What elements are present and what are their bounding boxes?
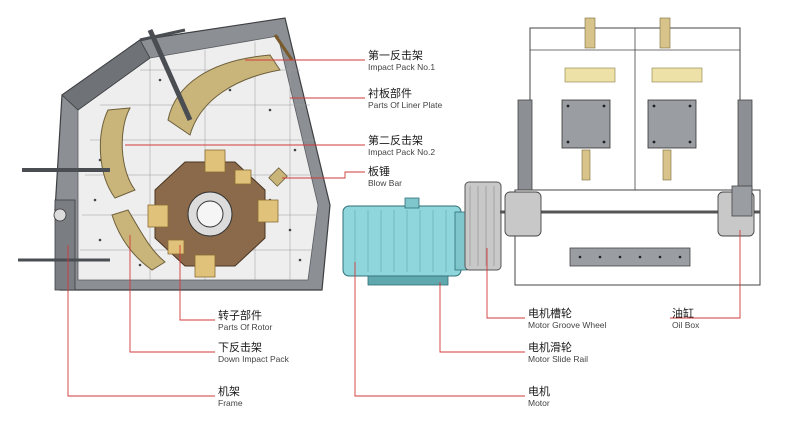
label-en: Oil Box [672, 320, 700, 330]
hinge-pin [53, 208, 67, 222]
front-pad-left [564, 67, 616, 83]
leader-lines [67, 59, 741, 397]
lower-cylinder-left [581, 149, 591, 181]
adjust-rod-2 [273, 34, 294, 61]
label-down-impact-pack: 下反击架 Down Impact Pack [218, 342, 289, 364]
front-lower-rail [569, 247, 691, 267]
top-cylinder-right [659, 17, 671, 49]
leader-rotor [179, 245, 215, 321]
side-plate-left [561, 99, 611, 149]
lower-cylinder-right [662, 149, 672, 181]
blow-bar [268, 167, 288, 187]
label-liner-plate: 衬板部件 Parts Of Liner Plate [368, 88, 442, 110]
label-zh: 下反击架 [218, 341, 262, 354]
label-zh: 电机 [528, 385, 550, 398]
label-en: Parts Of Rotor [218, 322, 273, 332]
label-en: Motor [528, 398, 550, 408]
label-en: Motor Slide Rail [528, 354, 588, 364]
front-side-left [517, 99, 533, 191]
motor-groove-wheel [464, 181, 502, 271]
side-plate-bolts [566, 104, 692, 144]
label-frame: 机架 Frame [218, 386, 243, 408]
label-zh: 机架 [218, 385, 240, 398]
lower-rail-bolts [578, 255, 682, 259]
label-motor-slide-rail: 电机滑轮 Motor Slide Rail [528, 342, 588, 364]
top-cylinder-left [584, 17, 596, 49]
leader-blow-bar [282, 171, 365, 179]
leader-groove-wheel [486, 248, 525, 319]
leader-motor [354, 262, 525, 397]
label-oil-box: 油缸 Oil Box [672, 308, 699, 330]
side-plate-right [647, 99, 697, 149]
impact-pack-no2 [99, 107, 136, 199]
label-en: Parts Of Liner Plate [368, 100, 443, 110]
oil-box [731, 185, 753, 217]
label-blow-bar: 板锤 Blow Bar [368, 166, 402, 188]
motor-body [342, 205, 462, 277]
motor-fins [354, 210, 447, 272]
front-view [500, 17, 761, 286]
label-zh: 第二反击架 [368, 134, 423, 147]
label-zh: 板锤 [368, 165, 390, 178]
leader-oil-box [670, 230, 741, 319]
label-en: Impact Pack No.1 [368, 62, 436, 72]
impact-pack-no1 [167, 54, 281, 136]
label-en: Impact Pack No.2 [368, 147, 436, 157]
motor-slide-rail [367, 275, 449, 286]
label-zh: 电机滑轮 [528, 341, 572, 354]
wheel-grooves [469, 186, 495, 266]
adjust-rod-1 [147, 28, 193, 122]
rotor-shaft [196, 200, 224, 228]
label-en: Frame [218, 398, 243, 408]
label-motor: 电机 Motor [528, 386, 550, 408]
label-zh: 转子部件 [218, 309, 262, 322]
leader-down-impact-pack [129, 235, 215, 353]
label-en: Down Impact Pack [218, 354, 289, 364]
rotor-blow-bars [147, 149, 279, 278]
feed-chute [61, 39, 151, 111]
label-impact-pack-no2: 第二反击架 Impact Pack No.2 [368, 135, 435, 157]
side-section-view [18, 17, 331, 291]
front-side-right [737, 99, 753, 191]
down-impact-pack [111, 209, 166, 271]
leader-frame [67, 245, 215, 397]
label-impact-pack-no1: 第一反击架 Impact Pack No.1 [368, 50, 435, 72]
adjust-rod-1-top [139, 28, 186, 42]
rotor [147, 149, 279, 278]
motor-terminal-box [404, 197, 420, 209]
label-rotor: 转子部件 Parts Of Rotor [218, 310, 272, 332]
label-zh: 第一反击架 [368, 49, 423, 62]
leader-slide-rail [439, 282, 525, 353]
motor-assembly [342, 181, 502, 286]
label-motor-groove-wheel: 电机槽轮 Motor Groove Wheel [528, 308, 606, 330]
front-pad-right [651, 67, 703, 83]
label-zh: 电机槽轮 [528, 307, 572, 320]
label-en: Motor Groove Wheel [528, 320, 607, 330]
frame-left-bar [54, 199, 76, 291]
label-en: Blow Bar [368, 178, 403, 188]
bearing-left [504, 191, 542, 237]
label-zh: 油缸 [672, 307, 694, 320]
label-zh: 衬板部件 [368, 87, 412, 100]
